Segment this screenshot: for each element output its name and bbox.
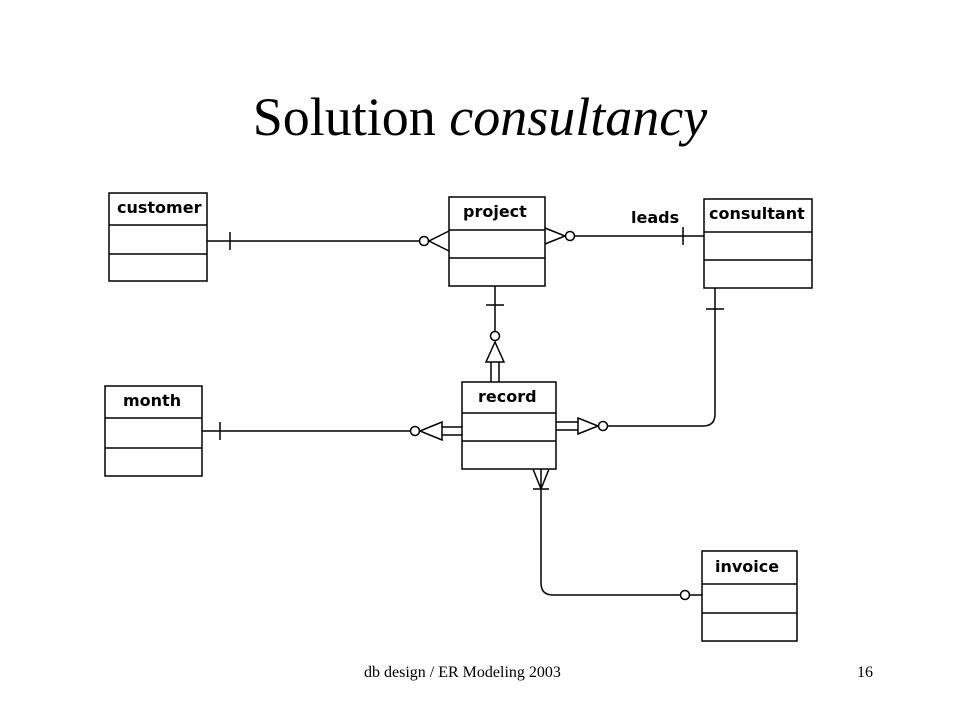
rel-label-leads: leads xyxy=(631,208,679,227)
rel-customer-project xyxy=(207,230,450,252)
rel-month-record xyxy=(202,420,462,442)
slide-title: Solution consultancy xyxy=(0,90,960,144)
rel-project-record xyxy=(484,286,506,382)
entity-name-consultant: consultant xyxy=(709,204,805,223)
entity-month[interactable] xyxy=(104,385,203,477)
rel-record-invoice xyxy=(532,468,702,601)
entity-name-invoice: invoice xyxy=(715,557,779,576)
entity-consultant[interactable] xyxy=(703,198,813,289)
entity-record[interactable] xyxy=(461,381,557,470)
footer-course-label: db design / ER Modeling 2003 xyxy=(364,664,561,681)
footer-page-number: 16 xyxy=(857,664,873,681)
entity-invoice[interactable] xyxy=(701,550,798,642)
entity-project[interactable] xyxy=(448,196,546,287)
rel-project-consultant xyxy=(544,227,704,245)
entity-name-customer: customer xyxy=(117,198,202,217)
title-main: Solution xyxy=(252,87,436,147)
entity-name-record: record xyxy=(478,387,537,406)
entity-customer[interactable] xyxy=(108,192,208,282)
entity-name-month: month xyxy=(123,391,181,410)
rel-record-consultant xyxy=(556,288,724,436)
entity-name-project: project xyxy=(463,202,527,221)
title-italic: consultancy xyxy=(449,87,708,147)
